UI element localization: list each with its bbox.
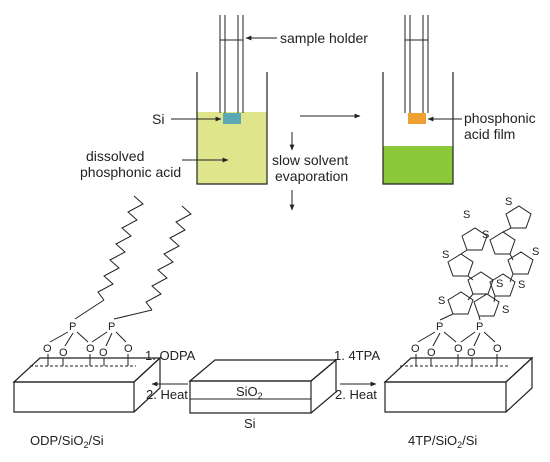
caption-4tp: 4TP/SiO2/Si [408, 433, 477, 450]
s-left-4: S [438, 295, 445, 307]
4tp-p1: P [436, 321, 443, 333]
odp-molecules [74, 195, 192, 320]
label-dissolved-line2: phosphonic acid [80, 164, 181, 180]
right-beaker-group [382, 15, 454, 185]
film-chip [408, 113, 426, 124]
label-film-line2: acid film [464, 126, 515, 142]
s-right-3: S [532, 246, 539, 258]
4tp-o3: O [454, 343, 463, 355]
odp-o5: O [124, 343, 133, 355]
odp-o4: O [99, 347, 108, 359]
left-beaker-group [196, 15, 268, 185]
label-film-line1: phosphonic [464, 110, 536, 126]
left-beaker [196, 72, 268, 185]
odp-o2: O [59, 347, 68, 359]
step-left-1: 1. ODPA [145, 348, 196, 363]
odp-p1: P [69, 321, 76, 333]
center-sio2-label: SiO2 [236, 384, 263, 401]
s-right-5: S [502, 304, 509, 316]
right-beaker-solution [383, 146, 453, 184]
s-right-2: S [482, 229, 489, 241]
center-si-label: Si [244, 416, 256, 431]
label-dissolved-line1: dissolved [86, 148, 144, 164]
left-sample-holder [219, 15, 244, 113]
s-right-4: S [518, 279, 525, 291]
4tp-o1: O [411, 343, 420, 355]
4tp-o2: O [427, 347, 436, 359]
thiophene-chain-left [439, 227, 494, 321]
4tp-p2: P [476, 321, 483, 333]
caption-odp: ODP/SiO2/Si [30, 433, 104, 450]
odp-p2: P [108, 321, 115, 333]
odp-substrate [12, 356, 162, 413]
4tp-substrate [383, 356, 534, 413]
right-sample-holder [404, 15, 429, 113]
4tp-o4: O [467, 347, 476, 359]
step-right-2: 2. Heat [335, 387, 377, 402]
step-right-1: 1. 4TPA [334, 348, 380, 363]
odp-o1: O [43, 343, 52, 355]
si-chip [223, 113, 241, 124]
center-substrate: SiO2 Si [188, 358, 338, 431]
odp-bonds [47, 331, 129, 366]
odp-o3: O [86, 343, 95, 355]
label-slow-line1: slow solvent [272, 152, 348, 168]
s-left-2: S [442, 249, 449, 261]
s-right-1: S [505, 196, 512, 208]
s-left-3: S [496, 278, 503, 290]
label-sample-holder: sample holder [280, 30, 368, 46]
4tp-o5: O [493, 343, 502, 355]
right-beaker [382, 72, 454, 185]
label-slow-line2: evaporation [275, 168, 348, 184]
4tp-bonds [415, 331, 498, 366]
s-left-1: S [463, 209, 470, 221]
label-si: Si [152, 111, 164, 127]
thiophene-chain-right [473, 205, 534, 321]
